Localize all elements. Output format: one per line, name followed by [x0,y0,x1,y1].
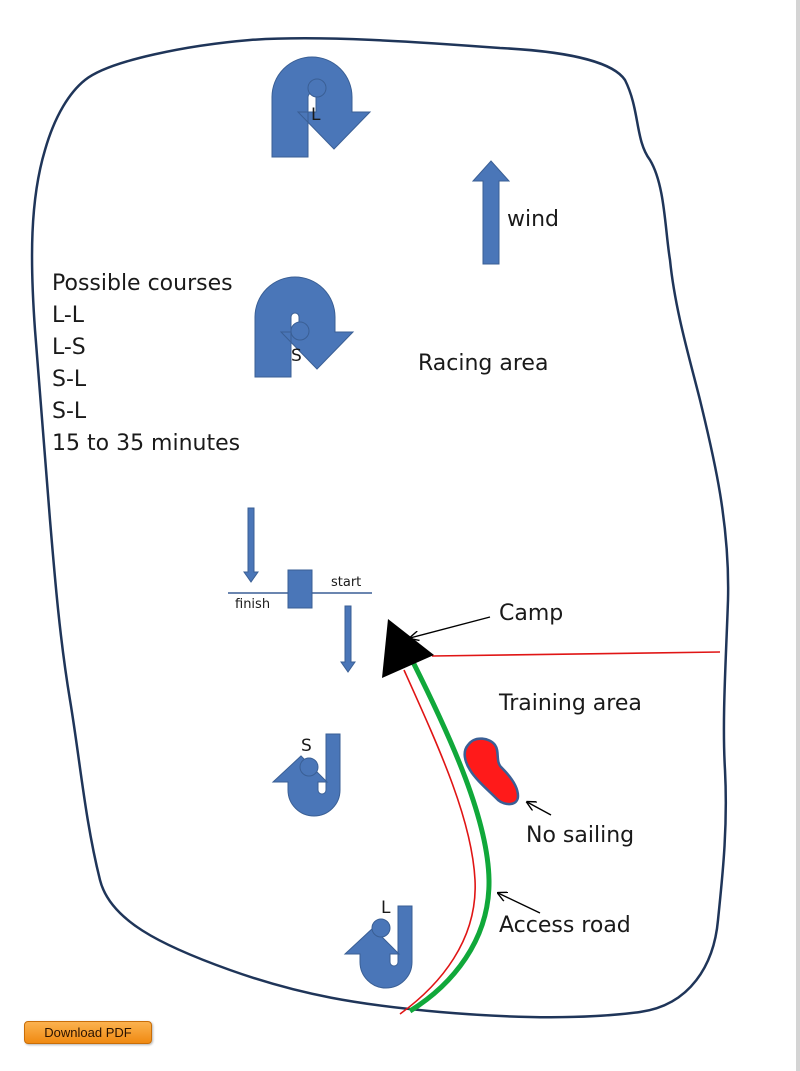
download-pdf-button[interactable]: Download PDF [24,1021,152,1044]
no-sailing-pointer [527,802,552,816]
courses-line-2: L-S [52,335,86,360]
courses-line-0: Possible courses [52,271,233,296]
no-sailing-label: No sailing [526,823,634,848]
page-scroll-edge [796,0,800,1071]
mark-label-top-l: L [311,105,321,125]
lake-outline [30,37,730,1019]
mark-buoy-lower-s [299,757,319,777]
mark-buoy-upper-s [290,321,310,341]
mark-buoy-top-l [307,78,327,98]
mark-buoy-bottom-l [371,918,391,938]
possible-courses-list: Possible courses L-L L-S S-L S-L 15 to 3… [52,271,240,456]
camp-triangle-icon [382,619,434,678]
mark-label-bottom-l: L [381,898,391,918]
camp-label: Camp [499,601,563,626]
no-sailing-zone [463,737,520,806]
access-road-pointer [498,893,541,914]
start-label: start [331,575,361,590]
wind-label: wind [507,207,559,232]
courses-line-1: L-L [52,303,85,328]
rounding-arrow-top-l [271,56,371,158]
red-road-edge-line [399,669,476,1015]
mark-label-upper-s: S [291,346,302,366]
racing-area-label: Racing area [418,351,548,376]
courses-line-5: 15 to 35 minutes [52,431,240,456]
finish-approach-arrow-icon [243,507,259,583]
training-area-label: Training area [498,691,642,716]
camp-pointer [410,616,491,638]
wind-arrow-icon [471,160,511,265]
access-road-label: Access road [499,913,631,938]
committee-boat [287,569,313,609]
mark-label-lower-s: S [301,736,312,756]
courses-line-3: S-L [52,367,87,392]
finish-label: finish [235,597,270,612]
access-road [408,660,492,1014]
training-boundary-line [431,651,721,657]
start-departure-arrow-icon [340,605,356,673]
courses-line-4: S-L [52,399,87,424]
rounding-arrow-bottom-l [344,905,413,989]
